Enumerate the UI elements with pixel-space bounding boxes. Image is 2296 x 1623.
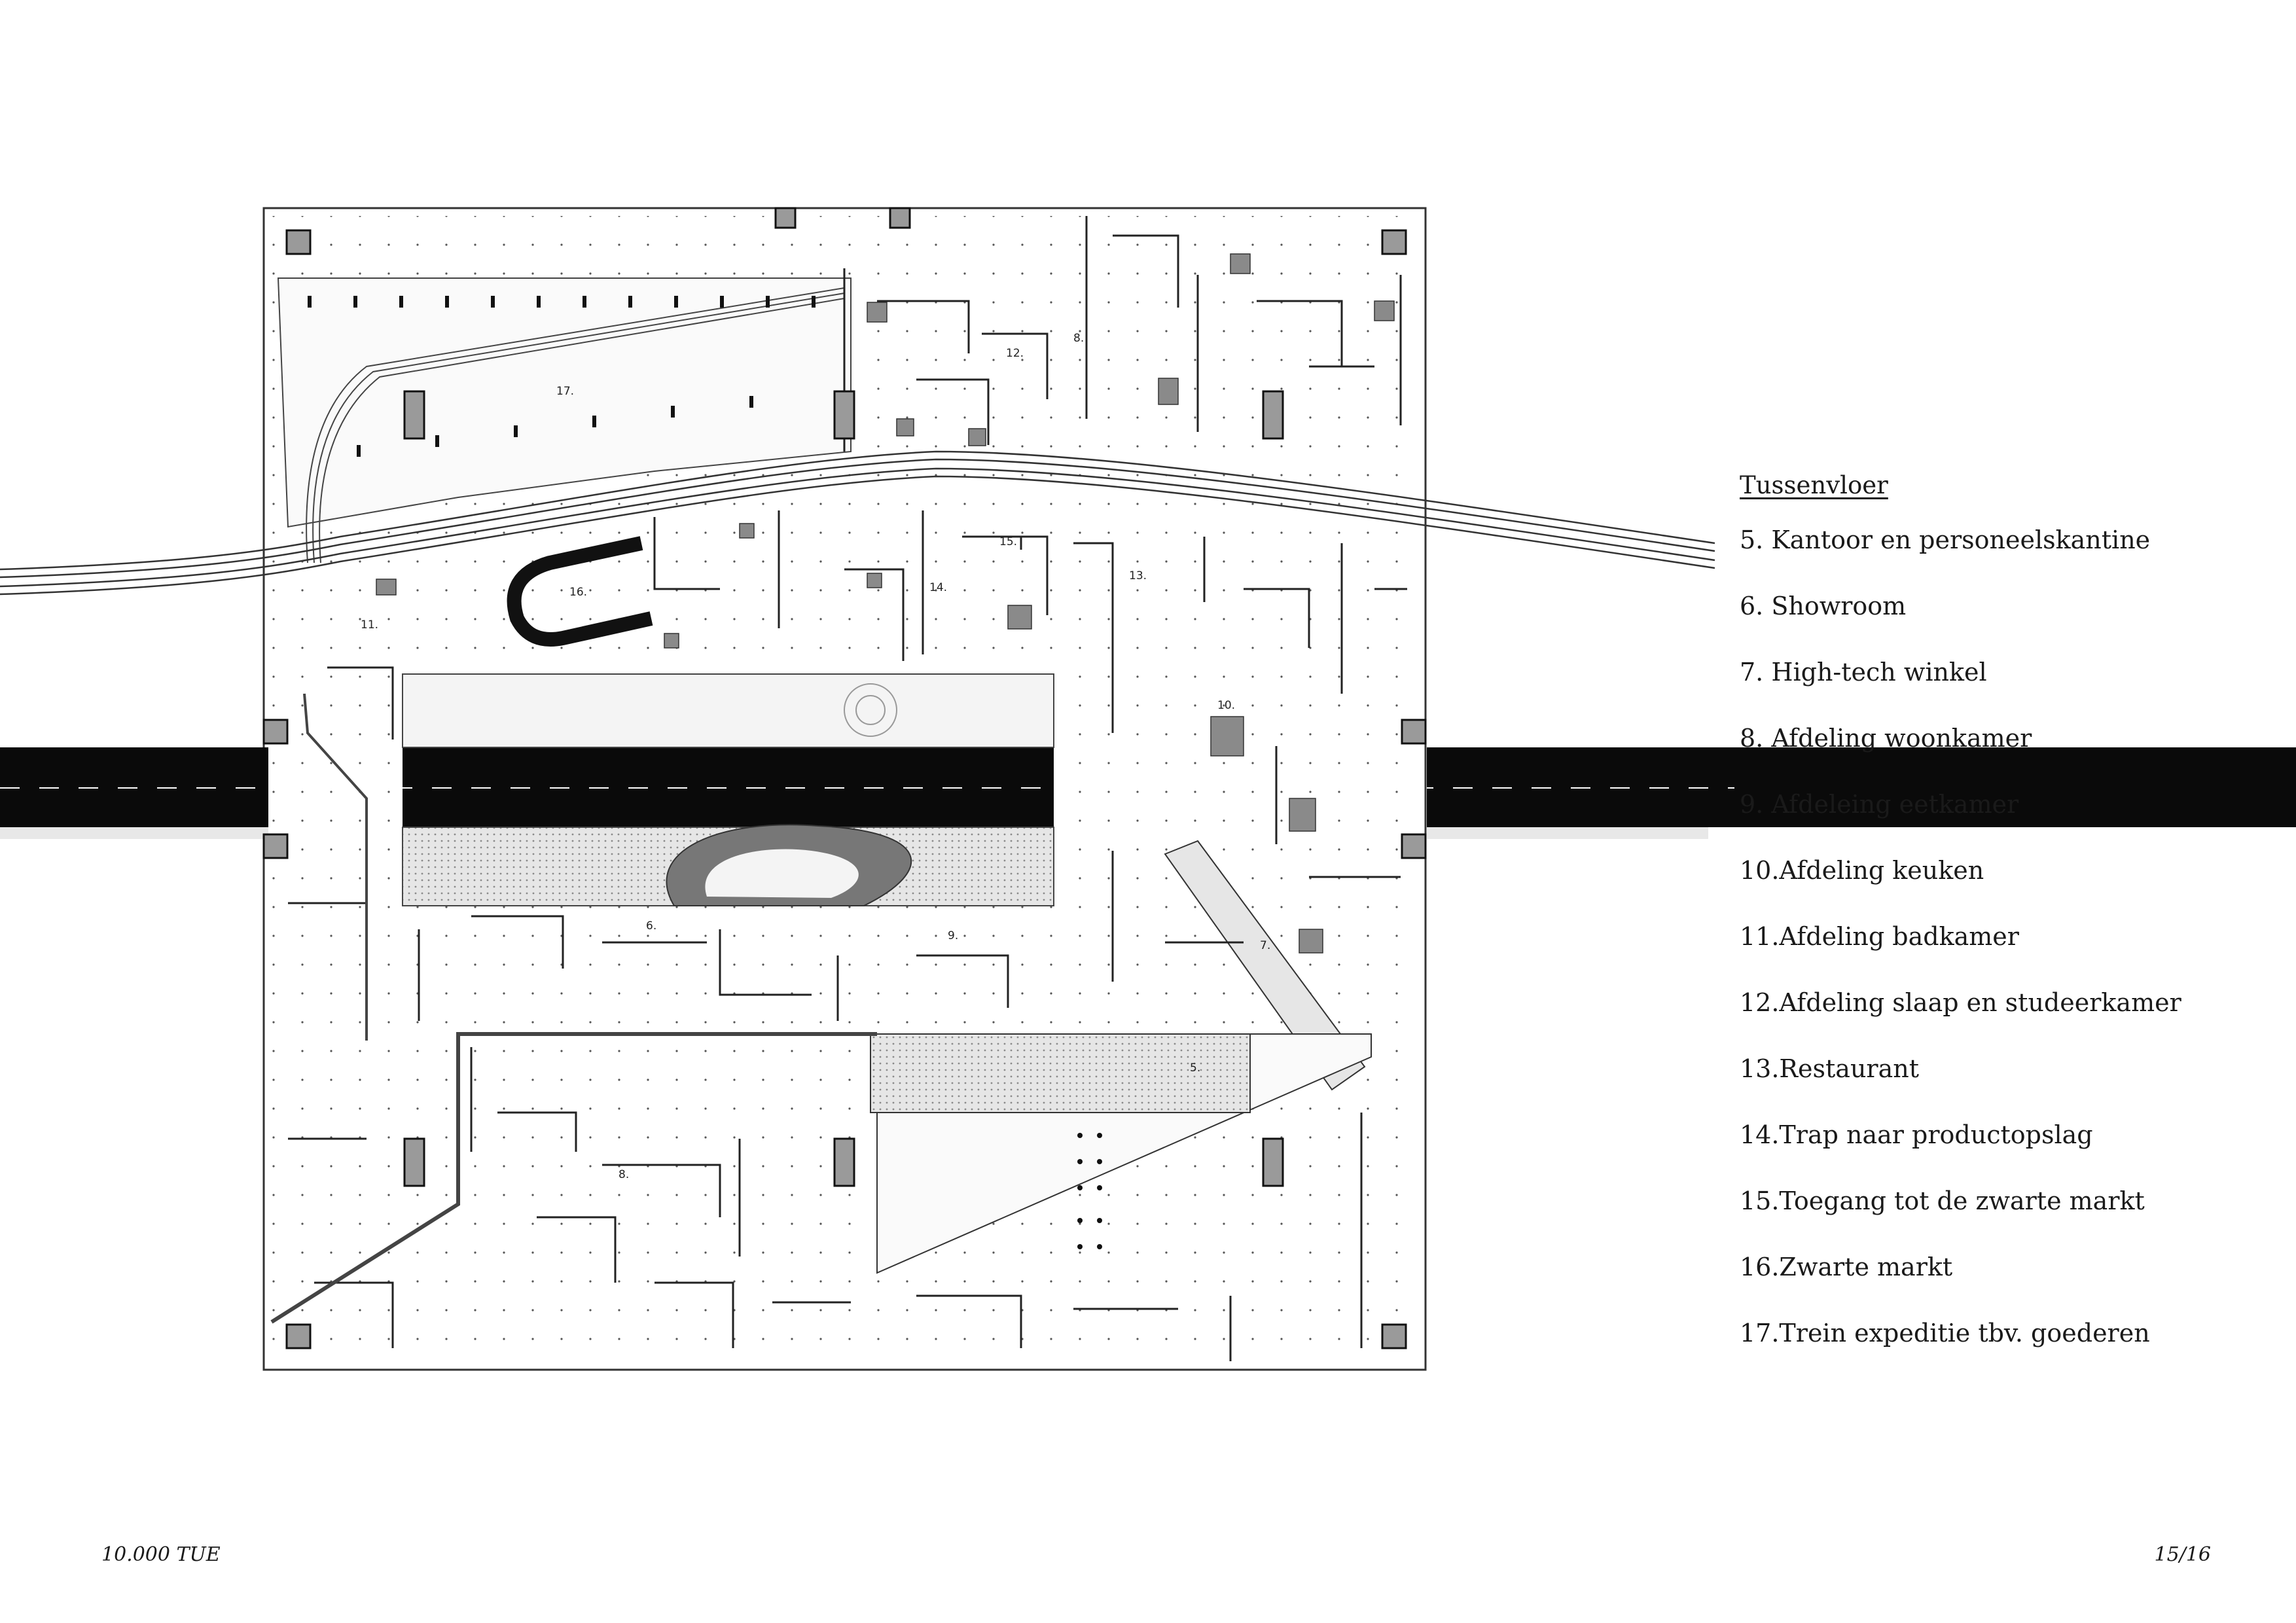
room-label-8a: 8. bbox=[1073, 332, 1084, 345]
room-label-5: 5. bbox=[1190, 1061, 1200, 1075]
legend-item: 15.Toegang tot de zwarte markt bbox=[1740, 1186, 2145, 1215]
display-blocks bbox=[376, 253, 1395, 954]
black-market-ramp bbox=[507, 536, 653, 647]
legend-item: 8. Afdeling woonkamer bbox=[1740, 724, 2032, 753]
high-tech-shop bbox=[1164, 840, 1366, 1091]
legend-item: 9. Afdeleing eetkamer bbox=[1740, 790, 2019, 819]
train-expedition-area bbox=[277, 277, 852, 563]
room-label-10: 10. bbox=[1217, 699, 1235, 712]
central-ramp-area bbox=[402, 673, 1054, 906]
legend-title: Tussenvloer bbox=[1740, 471, 1888, 499]
highway bbox=[0, 747, 2296, 839]
legend-list: 5. Kantoor en personeelskantine 6. Showr… bbox=[1740, 526, 2276, 1348]
legend-item: 6. Showroom bbox=[1740, 592, 1907, 620]
expedition-markers bbox=[308, 296, 816, 457]
legend-item: 11.Afdeling badkamer bbox=[1740, 922, 2019, 951]
room-label-17: 17. bbox=[556, 385, 574, 398]
room-label-8b: 8. bbox=[619, 1168, 629, 1181]
legend-item: 16.Zwarte markt bbox=[1740, 1253, 1953, 1281]
room-label-14: 14. bbox=[929, 581, 947, 594]
room-label-13: 13. bbox=[1129, 569, 1147, 582]
room-label-15: 15. bbox=[999, 535, 1017, 548]
room-label-6: 6. bbox=[646, 919, 656, 933]
room-label-7: 7. bbox=[1260, 939, 1270, 952]
legend-item: 10.Afdeling keuken bbox=[1740, 856, 1984, 885]
room-labels: 17. 12. 8. 15. 13. 16. 14. 11. 10. 6. 9.… bbox=[361, 332, 1270, 1181]
dot-grid-markers bbox=[1077, 1133, 1102, 1249]
room-label-12: 12. bbox=[1006, 347, 1024, 360]
legend-item: 13.Restaurant bbox=[1740, 1054, 1919, 1083]
footer-project-title: 10.000 TUE bbox=[101, 1543, 221, 1566]
structural-cores bbox=[262, 207, 1427, 1349]
legend-item: 12.Afdeling slaap en studeerkamer bbox=[1740, 988, 2181, 1017]
room-label-9: 9. bbox=[948, 929, 958, 942]
footer-page-number: 15/16 bbox=[2154, 1543, 2211, 1566]
legend-item: 5. Kantoor en personeelskantine bbox=[1740, 526, 2151, 554]
partition-walls bbox=[288, 216, 1407, 1361]
legend-item: 7. High-tech winkel bbox=[1740, 658, 1987, 687]
rail-tracks bbox=[0, 450, 1715, 596]
office-block bbox=[870, 1033, 1251, 1113]
legend-item: 17.Trein expeditie tbv. goederen bbox=[1740, 1319, 2150, 1347]
room-label-16: 16. bbox=[569, 586, 587, 599]
legend-item: 14.Trap naar productopslag bbox=[1740, 1120, 2093, 1149]
room-label-11: 11. bbox=[361, 618, 378, 632]
diagonal-corridor bbox=[270, 1032, 877, 1324]
legend: Tussenvloer 5. Kantoor en personeelskant… bbox=[1740, 471, 2276, 1385]
